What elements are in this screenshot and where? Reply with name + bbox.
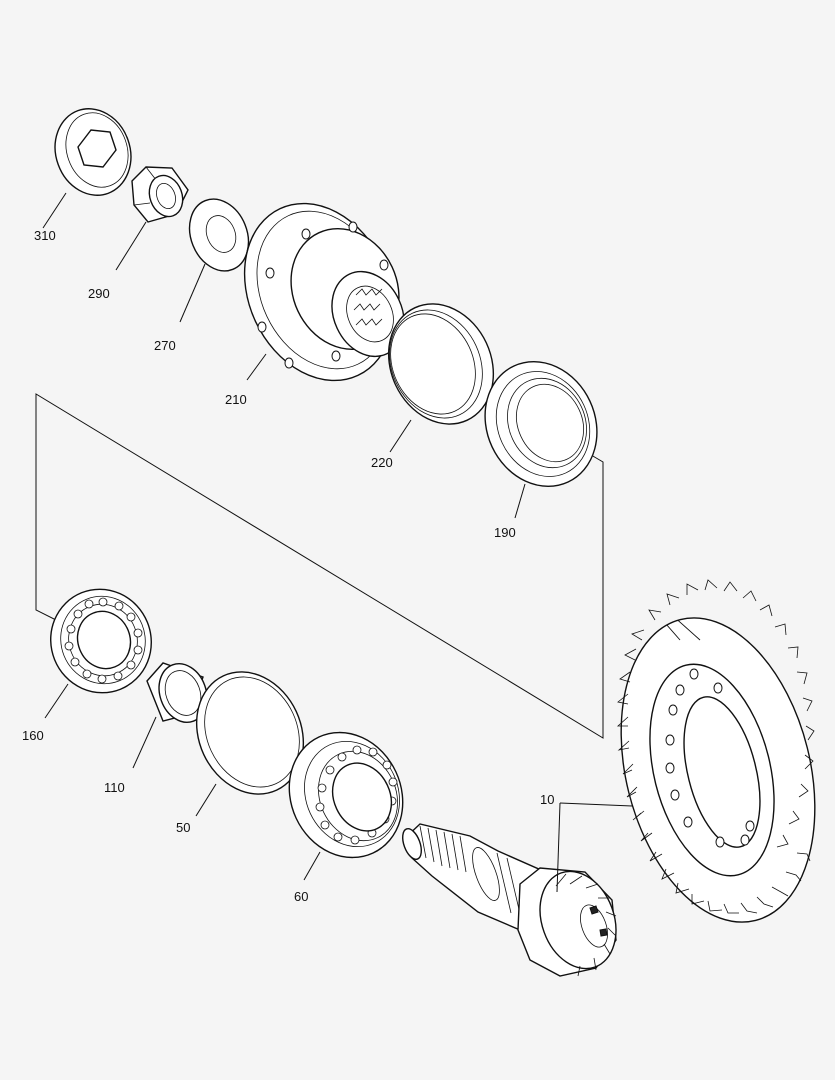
part-270-washer: [188, 198, 250, 272]
part-number-labels: 310 290 270 210 220 190 160 110 50 60 10: [22, 228, 554, 904]
part-160-roller-bearing: [50, 588, 152, 694]
pinion-shaft: [402, 823, 617, 977]
leader-lines: [42, 192, 633, 893]
part-210-flange: [243, 202, 405, 382]
part-10-ring-and-pinion-gear: [402, 579, 816, 977]
label-270: 270: [154, 338, 176, 353]
part-110-spacer-sleeve: [146, 662, 208, 723]
label-220: 220: [371, 455, 393, 470]
part-60-roller-bearing: [288, 731, 404, 859]
label-160: 160: [22, 728, 44, 743]
assembly-connector-lines: [35, 393, 604, 739]
part-310-hex-socket-cup: [54, 108, 132, 196]
label-190: 190: [494, 525, 516, 540]
ring-gear: [616, 579, 816, 923]
label-210: 210: [225, 392, 247, 407]
label-290: 290: [88, 286, 110, 301]
label-50: 50: [176, 820, 190, 835]
label-310: 310: [34, 228, 56, 243]
label-110: 110: [104, 780, 125, 795]
part-190-oil-seal: [484, 360, 598, 488]
label-10: 10: [540, 792, 554, 807]
part-50-shim-ring: [195, 671, 305, 795]
label-60: 60: [294, 889, 308, 904]
part-220-seal-ring: [387, 303, 495, 425]
part-290-hex-nut: [131, 166, 189, 223]
